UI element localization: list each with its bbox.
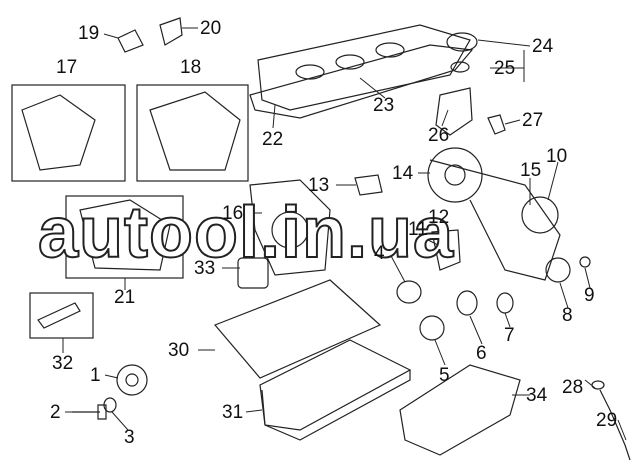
valve-cover	[257, 24, 471, 111]
callout-20[interactable]: 20	[200, 18, 222, 39]
callout-8[interactable]: 8	[562, 305, 573, 326]
timing-cover-part-20	[159, 17, 183, 46]
callout-9[interactable]: 9	[584, 285, 595, 306]
timing-cover-part-19	[117, 29, 144, 53]
oil-pump	[249, 179, 331, 276]
intake-manifold	[399, 364, 521, 456]
oil-pan	[259, 339, 412, 431]
callout-23[interactable]: 23	[373, 95, 395, 116]
callout-17[interactable]: 17	[56, 57, 78, 78]
callout-34[interactable]: 34	[526, 385, 548, 406]
callout-14[interactable]: 14	[392, 163, 414, 184]
oil-filler-cap	[446, 32, 478, 52]
callout-32[interactable]: 32	[52, 353, 74, 374]
crank-sprocket	[419, 315, 445, 341]
callout-29[interactable]: 29	[596, 410, 618, 431]
watermark: autool.in.ua	[37, 192, 454, 274]
crank-bolt	[72, 404, 107, 420]
leader-lines	[62, 27, 627, 441]
tensioner-pulley	[521, 196, 559, 234]
hose-fitting	[487, 114, 506, 135]
washer	[103, 397, 117, 413]
oil-seal	[396, 280, 422, 304]
cap-seal	[450, 61, 470, 73]
group-box-18	[136, 84, 249, 182]
callout-11[interactable]: 11	[408, 219, 428, 240]
callout-33[interactable]: 33	[194, 258, 216, 279]
tensioner-bracket	[431, 229, 461, 271]
callout-12[interactable]: 12	[428, 207, 450, 228]
callout-7[interactable]: 7	[504, 325, 515, 346]
callout-13[interactable]: 13	[308, 175, 330, 196]
seal-washer	[496, 292, 514, 314]
callout-24[interactable]: 24	[532, 36, 554, 57]
callout-15[interactable]: 15	[520, 160, 542, 181]
callout-25[interactable]: 25	[494, 58, 516, 79]
group-box-17	[11, 84, 126, 182]
dipstick	[599, 389, 631, 461]
callout-31[interactable]: 31	[222, 402, 244, 423]
sensor	[354, 174, 383, 196]
callout-4[interactable]: 4	[374, 243, 385, 264]
callout-22[interactable]: 22	[262, 129, 284, 150]
timing-cover-21	[79, 199, 171, 271]
lower-timing-cover	[21, 94, 96, 171]
crank-pulley	[116, 364, 148, 396]
callout-27[interactable]: 27	[522, 110, 544, 131]
thermostat-housing	[435, 87, 473, 136]
sealant-tube	[37, 302, 81, 329]
upper-timing-cover	[149, 91, 241, 171]
idler-pulley	[545, 257, 571, 283]
callout-1[interactable]: 1	[90, 365, 101, 386]
callout-5[interactable]: 5	[439, 365, 450, 386]
callout-19[interactable]: 19	[78, 23, 100, 44]
group-box-32	[29, 292, 94, 339]
callout-6[interactable]: 6	[476, 343, 487, 364]
callout-28[interactable]: 28	[562, 377, 584, 398]
callout-16[interactable]: 16	[222, 203, 244, 224]
callout-26[interactable]: 26	[428, 125, 450, 146]
valve-cover-gasket	[249, 44, 474, 119]
oil-filter	[237, 257, 269, 289]
flange	[456, 290, 478, 316]
callout-21[interactable]: 21	[114, 287, 136, 308]
timing-belt	[429, 159, 561, 281]
callout-10[interactable]: 10	[546, 146, 568, 167]
camshaft-gear	[427, 147, 483, 203]
oil-pan-gasket	[213, 279, 382, 379]
callout-30[interactable]: 30	[168, 340, 190, 361]
callout-3[interactable]: 3	[124, 427, 135, 448]
callout-18[interactable]: 18	[180, 57, 202, 78]
callout-2[interactable]: 2	[50, 402, 61, 423]
